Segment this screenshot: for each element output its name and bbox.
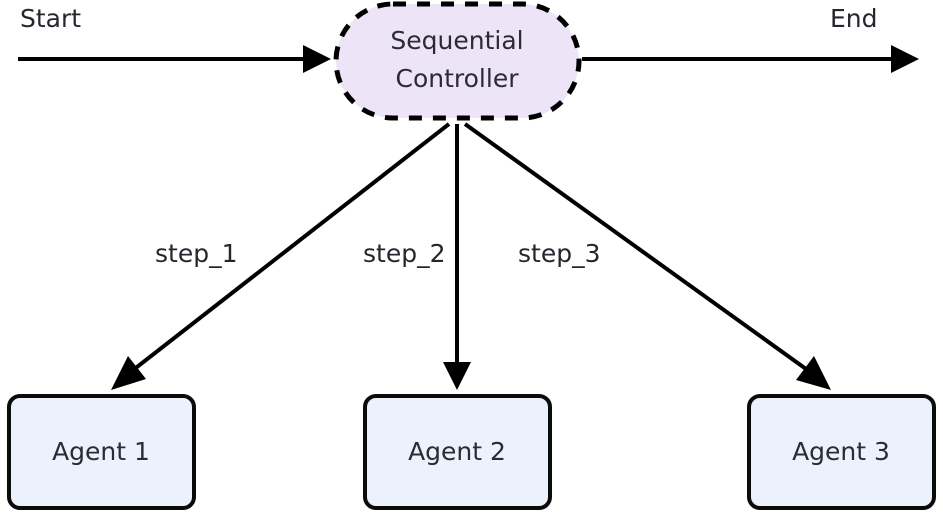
agent-3-shape: [747, 394, 936, 510]
agent-3-label: Agent 3: [792, 437, 890, 466]
node-agent-2[interactable]: Agent 2: [363, 394, 552, 510]
start-label: Start: [20, 4, 81, 33]
controller-label-line-1: Sequential: [390, 26, 523, 55]
edge-end-arrowhead: [891, 45, 919, 73]
edge-controller-to-agent-2: [443, 124, 471, 390]
edge-start-arrowhead: [303, 45, 331, 73]
edge-step-3-arrowhead: [796, 356, 831, 390]
edge-controller-to-agent-3: [463, 122, 831, 390]
agent-2-label: Agent 2: [408, 437, 506, 466]
edge-start-to-controller: [18, 45, 331, 73]
agent-1-label: Agent 1: [52, 437, 150, 466]
agent-1-shape: [7, 394, 196, 510]
end-label: End: [830, 4, 878, 33]
edge-label-step-2: step_2: [363, 239, 445, 268]
edge-step-1-line: [126, 122, 451, 376]
edge-step-3-line: [463, 122, 815, 376]
controller-label-line-2: Controller: [396, 64, 520, 93]
edge-step-2-arrowhead: [443, 362, 471, 390]
agent-2-shape: [363, 394, 552, 510]
edge-step-1-arrowhead: [111, 356, 146, 390]
edge-label-step-1: step_1: [155, 239, 237, 268]
node-sequential-controller[interactable]: Sequential Controller: [333, 1, 582, 121]
edge-controller-to-agent-1: [111, 122, 451, 390]
controller-shape: [333, 1, 582, 121]
edge-label-step-3: step_3: [518, 239, 600, 268]
node-agent-3[interactable]: Agent 3: [747, 394, 936, 510]
edge-controller-to-end: [582, 45, 919, 73]
node-agent-1[interactable]: Agent 1: [7, 394, 196, 510]
